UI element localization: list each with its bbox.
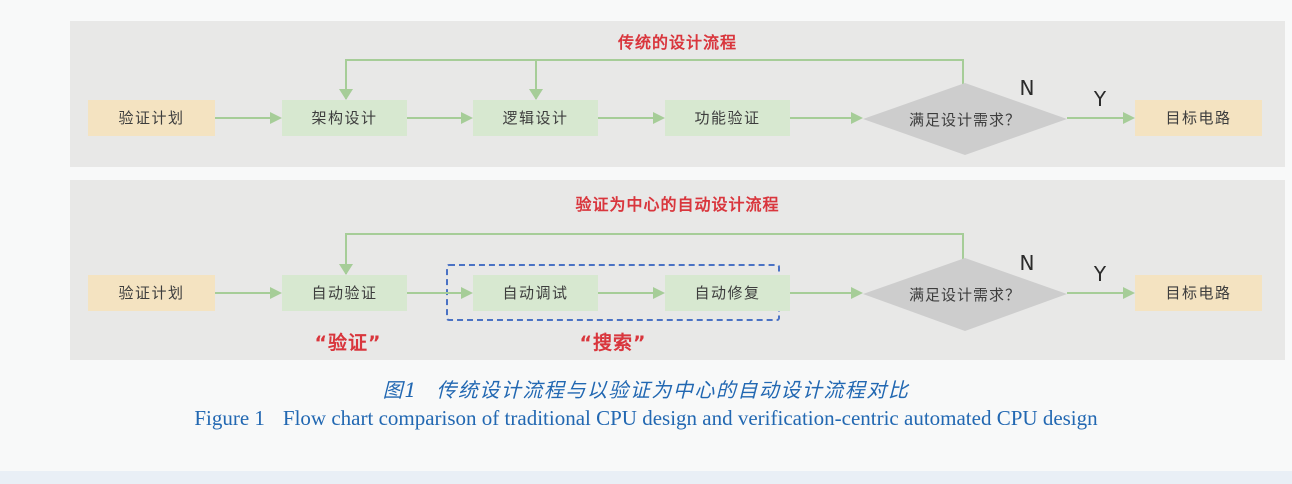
arrowhead — [851, 287, 863, 299]
figure-caption-en-label: Figure 1 — [194, 406, 265, 430]
traditional-flow-panel: 传统的设计流程 验证计划 架构设计 逻辑设计 功能验证 满足设计需求？ 目标电路… — [70, 21, 1285, 167]
node-architecture-design: 架构设计 — [282, 100, 407, 136]
figure-caption-zh: 图1 传统设计流程与以验证为中心的自动设计流程对比 — [0, 374, 1292, 403]
arrowhead — [461, 112, 473, 124]
decision-yes-label: Y — [1093, 87, 1107, 111]
loop-line — [345, 59, 964, 99]
arrowhead-down-step2 — [529, 89, 543, 100]
arrowhead — [653, 112, 665, 124]
traditional-flow-arrows — [215, 59, 1135, 155]
verify-quote-label: “验证” — [314, 332, 382, 354]
figure-caption-zh-text: 传统设计流程与以验证为中心的自动设计流程对比 — [436, 378, 910, 402]
arrowhead — [653, 287, 665, 299]
automated-flow-title: 验证为中心的自动设计流程 — [575, 195, 780, 214]
arrowhead — [1123, 287, 1135, 299]
figure-caption-en: Figure 1 Flow chart comparison of traditi… — [0, 406, 1292, 431]
arrowhead-down-step1 — [339, 89, 353, 100]
node-functional-verification: 功能验证 — [665, 100, 790, 136]
loop-line — [345, 233, 964, 274]
decision-meets-requirements: 满足设计需求？ — [908, 286, 1021, 304]
page-bottom-band — [0, 471, 1292, 484]
arrowhead — [461, 287, 473, 299]
automated-flow-panel: 验证为中心的自动设计流程 验证计划 自动验证 自动调试 自动修复 满足设计需求？… — [70, 180, 1285, 360]
decision-diamond — [863, 258, 1067, 331]
node-logic-design: 逻辑设计 — [473, 100, 598, 136]
node-verification-plan: 验证计划 — [88, 100, 215, 136]
decision-yes-label: Y — [1093, 262, 1107, 286]
decision-no-label: N — [1019, 251, 1035, 275]
node-auto-debug: 自动调试 — [473, 275, 598, 311]
figure-caption-en-text: Flow chart comparison of traditional CPU… — [282, 406, 1098, 430]
figure-caption-zh-label: 图1 — [382, 378, 419, 402]
node-target-circuit: 目标电路 — [1135, 275, 1262, 311]
arrowhead — [270, 112, 282, 124]
decision-diamond — [863, 83, 1067, 155]
arrowhead — [1123, 112, 1135, 124]
arrowhead — [851, 112, 863, 124]
node-auto-repair: 自动修复 — [665, 275, 790, 311]
arrowhead — [270, 287, 282, 299]
traditional-flow-title: 传统的设计流程 — [617, 33, 737, 52]
decision-no-label: N — [1019, 76, 1035, 100]
arrowhead-down-step1 — [339, 264, 353, 275]
node-target-circuit: 目标电路 — [1135, 100, 1262, 136]
node-auto-verification: 自动验证 — [282, 275, 407, 311]
decision-meets-requirements: 满足设计需求？ — [908, 110, 1021, 129]
search-quote-label: “搜索” — [579, 332, 647, 354]
node-verification-plan: 验证计划 — [88, 275, 215, 311]
automated-flow-arrows — [215, 233, 1135, 331]
